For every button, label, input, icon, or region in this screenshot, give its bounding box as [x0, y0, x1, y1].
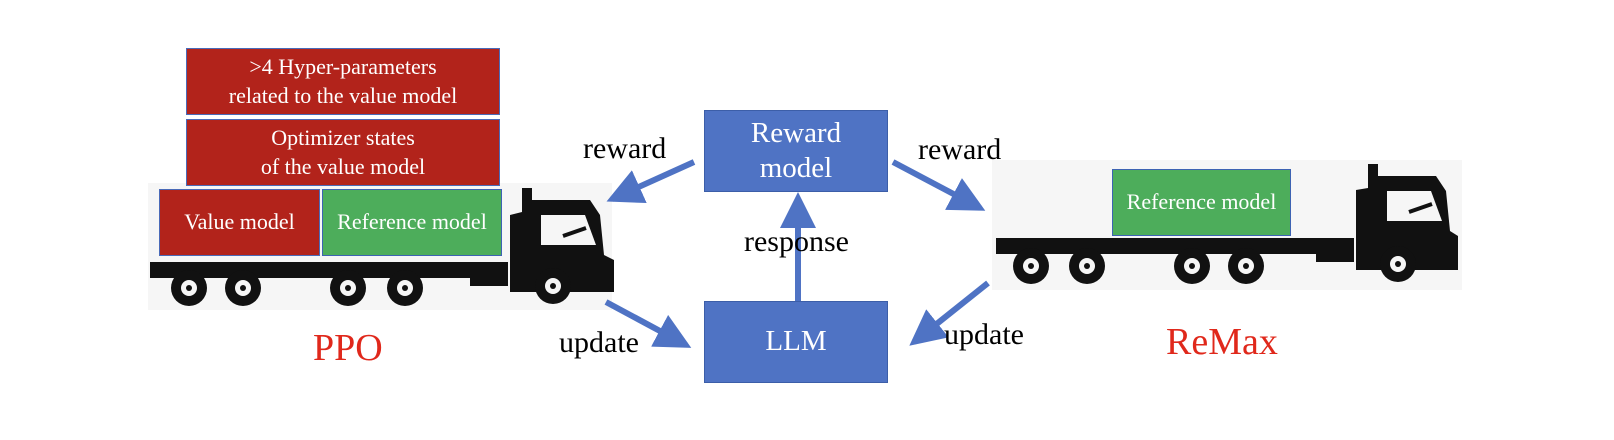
reward-label-right: reward — [918, 133, 1002, 166]
ppo-reference-model-box: Reference model — [322, 189, 502, 256]
response-label: response — [744, 225, 849, 258]
hyperparams-box: >4 Hyper-parameters related to the value… — [186, 48, 500, 115]
remax-title: ReMax — [1166, 321, 1278, 363]
value-model-box: Value model — [159, 189, 320, 256]
reward-model-box: Reward model — [704, 110, 888, 192]
update-label-right: update — [944, 318, 1024, 351]
ppo-title: PPO — [313, 327, 383, 369]
update-label-left: update — [559, 326, 639, 359]
arrow-ppo-to-llm — [604, 299, 692, 348]
remax-reference-model-box: Reference model — [1112, 169, 1291, 236]
remax-truck-icon — [992, 160, 1462, 290]
arrow-reward-to-ppo — [606, 159, 696, 204]
llm-box: LLM — [704, 301, 888, 383]
arrow-reward-to-remax — [891, 159, 986, 211]
optimizer-states-box: Optimizer states of the value model — [186, 119, 500, 186]
reward-label-left: reward — [583, 132, 667, 165]
arrow-remax-to-llm — [909, 280, 990, 346]
